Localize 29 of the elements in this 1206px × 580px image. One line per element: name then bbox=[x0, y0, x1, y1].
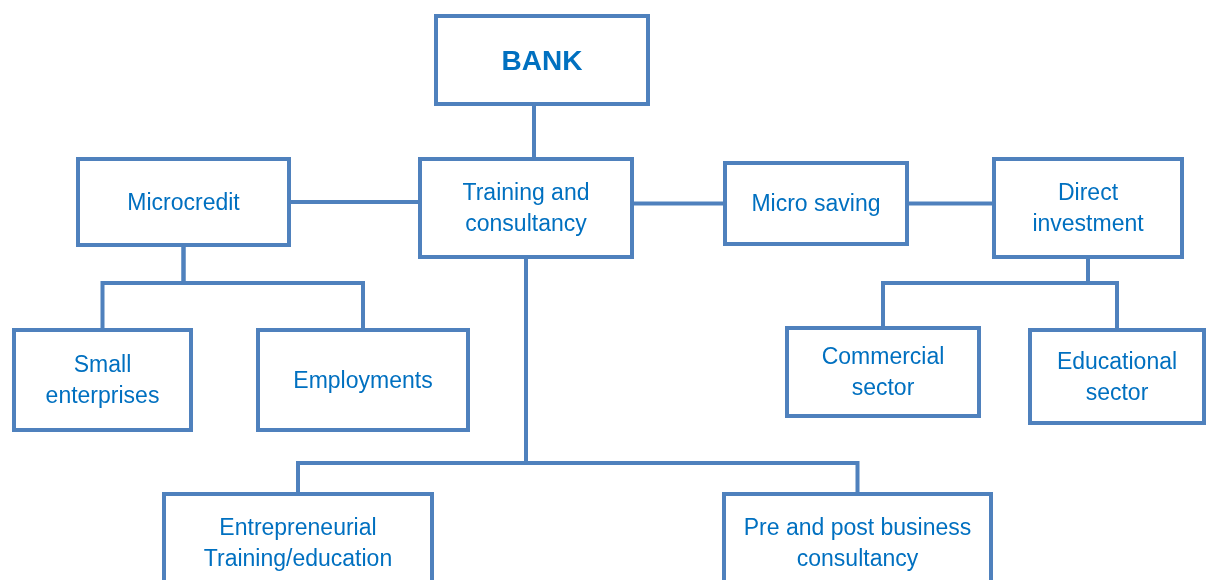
connector-line bbox=[909, 201, 992, 206]
node-label: Entrepreneurial Training/education bbox=[202, 513, 394, 573]
node-box bbox=[722, 492, 993, 580]
node-box bbox=[12, 328, 193, 432]
node-box bbox=[723, 161, 909, 246]
node-label: Direct investment bbox=[1031, 178, 1145, 238]
node-label: Commercial sector bbox=[820, 342, 946, 402]
connector-line bbox=[181, 247, 365, 328]
node-box bbox=[76, 157, 291, 247]
node-label: Pre and post business consultancy bbox=[742, 513, 973, 573]
connector-line bbox=[532, 106, 536, 157]
node-label: Small enterprises bbox=[44, 350, 161, 410]
node-label: Micro saving bbox=[751, 189, 881, 218]
node-label: Employments bbox=[293, 365, 433, 395]
node-box bbox=[992, 157, 1184, 259]
connector-line bbox=[291, 200, 418, 204]
connector-line bbox=[1086, 259, 1119, 328]
node-label: BANK bbox=[501, 44, 583, 76]
node-box bbox=[434, 14, 650, 106]
node-label: Educational sector bbox=[1055, 346, 1179, 407]
connector-line bbox=[634, 201, 723, 206]
node-box bbox=[418, 157, 634, 259]
node-label: Training and consultancy bbox=[461, 178, 591, 238]
node-label: Microcredit bbox=[127, 187, 240, 217]
node-box bbox=[785, 326, 981, 418]
node-box bbox=[256, 328, 470, 432]
connector-line bbox=[524, 259, 860, 492]
node-box bbox=[1028, 328, 1206, 425]
node-box bbox=[162, 492, 434, 580]
